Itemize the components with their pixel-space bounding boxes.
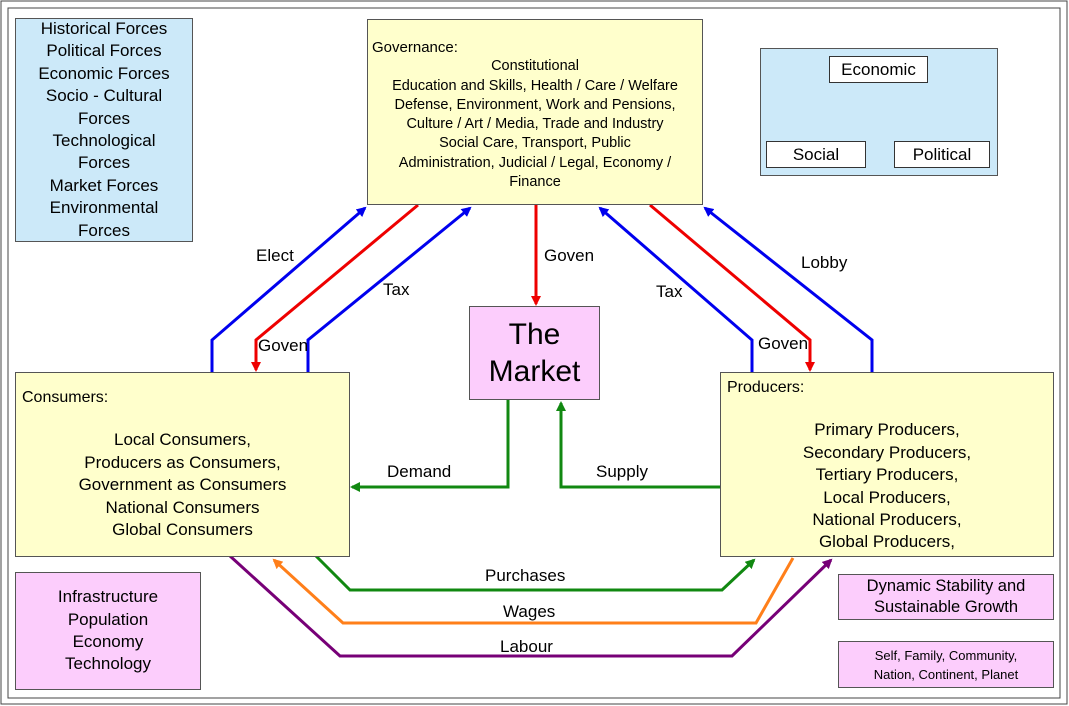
governance-line: Social Care, Transport, Public [439,135,631,152]
tax-right-label: Tax [656,282,683,301]
scope-line: Nation, Continent, Planet [873,666,1019,682]
tax-left-label: Tax [383,280,410,299]
elect-label: Elect [256,246,294,265]
market-line: Market [488,355,581,388]
goven-left-label: Goven [258,336,309,355]
producers-line: Primary Producers, [814,420,960,440]
supply-arrow [556,401,720,489]
governance-line: Education and Skills, Health / Care / We… [392,77,678,94]
tax-right-arrow [598,206,754,372]
supply-label: Supply [596,462,648,481]
dynamic-line: Sustainable Growth [874,598,1018,616]
infrastructure-line: Technology [64,654,151,674]
scope-box: Self, Family, Community, Nation, Contine… [838,641,1054,688]
infrastructure-line: Infrastructure [57,587,159,607]
consumers-line: Producers as Consumers, [84,452,281,472]
market-box: The Market [469,306,600,400]
forces-line: Socio - Cultural [45,86,163,106]
consumers-line: National Consumers [105,497,260,517]
forces-line: Environmental [49,198,159,218]
wages-arrow [272,557,795,625]
producers-line: Secondary Producers, [802,442,972,462]
infrastructure-box: Infrastructure Population Economy Techno… [15,572,201,690]
demand-arrow [350,400,510,492]
economic-node: Economic [829,56,928,83]
forces-line: Political Forces [46,41,162,61]
forces-line: Forces [78,153,130,173]
producers-line: National Producers, [812,510,962,530]
infrastructure-line: Economy [72,632,144,651]
tax-left-arrow [306,206,472,372]
political-node: Political [894,141,990,168]
market-line: The [508,318,561,351]
forces-line: Market Forces [49,175,159,195]
wages-label: Wages [503,602,556,621]
dynamic-stability-box: Dynamic Stability and Sustainable Growth [838,574,1054,620]
infrastructure-line: Population [67,609,149,629]
purchases-arrow [314,554,756,592]
forces-line: Forces [78,220,130,240]
governance-box: Governance: Constitutional Education and… [367,19,703,205]
producers-header: Producers: [727,379,805,396]
social-node: Social [766,141,866,168]
elect-arrow [210,206,367,372]
inner-frame [7,7,1061,699]
forces-line: Technological [52,131,156,150]
producers-box: Producers: Primary Producers, Secondary … [720,372,1054,557]
lobby-arrow [703,206,874,372]
dynamic-line: Dynamic Stability and [866,577,1026,595]
governance-line: Defense, Environment, Work and Pensions, [394,96,676,113]
lobby-label: Lobby [801,253,848,272]
forces-line: Forces [78,108,130,128]
producers-line: Tertiary Producers, [815,465,959,485]
labour-arrow [228,554,833,658]
consumers-box: Consumers: Local Consumers, Producers as… [15,372,350,557]
governance-line: Administration, Judicial / Legal, Econom… [398,154,672,171]
goven-left-arrow [251,203,419,372]
forces-box: Historical Forces Political Forces Econo… [15,18,193,242]
governance-line: Finance [509,174,561,191]
governance-line: Constitutional [491,58,579,75]
producers-line: Local Producers, [823,487,951,507]
purchases-label: Purchases [485,566,566,585]
governance-header: Governance: [372,39,458,56]
forces-line: Historical Forces [40,18,168,38]
consumers-line: Government as Consumers [78,475,287,495]
goven-right-arrow [649,203,815,372]
producers-line: Global Producers, [818,532,956,552]
demand-label: Demand [387,462,452,481]
scope-line: Self, Family, Community, [874,647,1018,663]
governance-line: Culture / Art / Media, Trade and Industr… [406,116,664,133]
labour-label: Labour [500,637,553,656]
goven-right-label: Goven [758,334,809,353]
consumers-line: Local Consumers, [113,430,251,450]
forces-line: Economic Forces [38,63,170,83]
goven-center-label: Goven [544,246,595,265]
consumers-header: Consumers: [22,389,109,406]
consumers-line: Global Consumers [112,520,253,540]
